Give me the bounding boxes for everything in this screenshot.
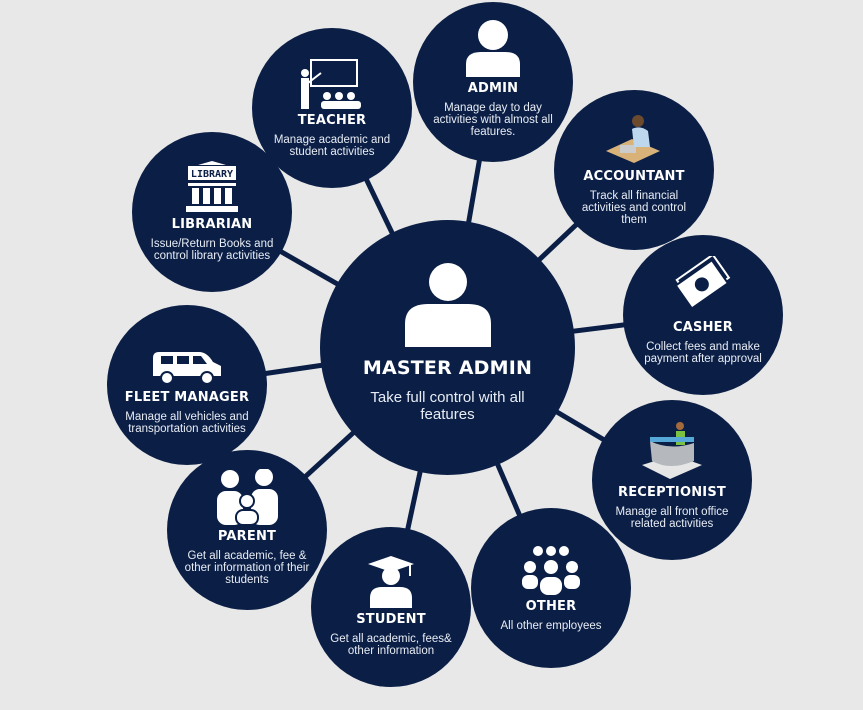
accountant-desc: Track all financial activities and contr… bbox=[581, 189, 687, 226]
librarian-node: LIBRARY LIBRARIAN Issue/Return Books and… bbox=[132, 132, 292, 292]
graduate-icon bbox=[368, 555, 414, 608]
reception-desk-icon bbox=[642, 421, 702, 479]
master-desc: Take full control with all features bbox=[370, 389, 525, 423]
fleet-manager-desc: Manage all vehicles and transportation a… bbox=[125, 410, 249, 435]
user-icon bbox=[466, 19, 520, 77]
accountant-node: ACCOUNTANT Track all financial activitie… bbox=[554, 90, 714, 250]
teacher-desc: Manage academic and student activities bbox=[273, 133, 391, 158]
casher-desc: Collect fees and make payment after appr… bbox=[644, 340, 762, 365]
librarian-title: LIBRARIAN bbox=[171, 216, 253, 232]
student-title: STUDENT bbox=[356, 611, 426, 627]
parent-title: PARENT bbox=[217, 528, 277, 544]
library-sign-text: LIBRARY bbox=[191, 169, 233, 180]
receptionist-title: RECEPTIONIST bbox=[618, 484, 726, 500]
teacher-icon bbox=[301, 58, 361, 109]
student-node: STUDENT Get all academic, fees& other in… bbox=[311, 527, 471, 687]
master-title: MASTER ADMIN bbox=[362, 357, 533, 379]
family-icon bbox=[217, 468, 278, 525]
admin-node: ADMIN Manage day to day activities with … bbox=[413, 2, 573, 162]
library-icon: LIBRARY bbox=[186, 160, 238, 212]
user-icon bbox=[404, 263, 491, 347]
admin-desc: Manage day to day activities with almost… bbox=[433, 101, 553, 138]
teacher-title: TEACHER bbox=[297, 112, 367, 128]
teacher-node: TEACHER Manage academic and student acti… bbox=[252, 28, 412, 188]
other-node: OTHER All other employees bbox=[471, 508, 631, 668]
receptionist-desc: Manage all front office related activiti… bbox=[615, 505, 729, 530]
master-admin-node: MASTER ADMIN Take full control with all … bbox=[320, 220, 575, 475]
fleet-manager-node: FLEET MANAGER Manage all vehicles and tr… bbox=[107, 305, 267, 465]
fleet-manager-title: FLEET MANAGER bbox=[124, 389, 250, 405]
accountant-title: ACCOUNTANT bbox=[583, 168, 685, 184]
casher-title: CASHER bbox=[673, 319, 733, 335]
receptionist-node: RECEPTIONIST Manage all front office rel… bbox=[592, 400, 752, 560]
admin-title: ADMIN bbox=[467, 80, 519, 96]
group-icon bbox=[522, 545, 580, 595]
parent-desc: Get all academic, fee & other informatio… bbox=[184, 549, 310, 586]
money-icon bbox=[674, 255, 731, 310]
librarian-desc: Issue/Return Books and control library a… bbox=[150, 237, 274, 262]
student-desc: Get all academic, fees& other informatio… bbox=[330, 632, 452, 657]
parent-node: PARENT Get all academic, fee & other inf… bbox=[167, 450, 327, 610]
accountant-icon bbox=[606, 114, 660, 163]
casher-node: CASHER Collect fees and make payment aft… bbox=[623, 235, 783, 395]
other-title: OTHER bbox=[525, 598, 577, 614]
other-desc: All other employees bbox=[500, 619, 602, 632]
van-icon bbox=[153, 351, 221, 385]
